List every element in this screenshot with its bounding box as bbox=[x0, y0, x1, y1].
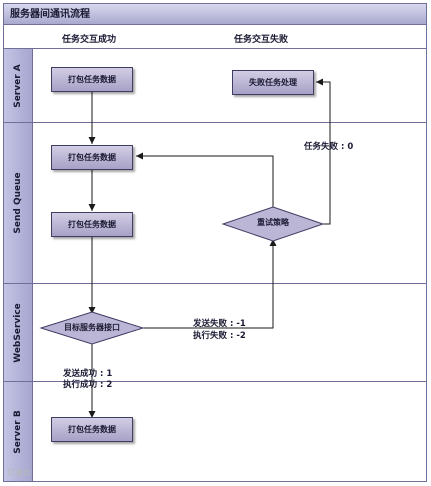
lane-header: Server A bbox=[4, 49, 33, 122]
label-send-failed: 发送失败 : -1 bbox=[193, 319, 246, 329]
edge-target-interface-to-retry bbox=[142, 239, 277, 329]
diagram-title-bar bbox=[3, 3, 427, 25]
target-interface-label: 目标服务器接口 bbox=[64, 323, 120, 332]
lane-webservice: WebService bbox=[3, 284, 427, 382]
label-exec-ok: 执行成功 : 2 bbox=[63, 380, 113, 390]
lane-header: Server B bbox=[4, 382, 33, 481]
column-header-failure: 任务交互失败 bbox=[234, 35, 289, 45]
edge-retry-to-queue-pack bbox=[136, 152, 274, 209]
lane-header: WebService bbox=[4, 284, 33, 381]
lane-send-queue: Send Queue bbox=[3, 123, 427, 284]
server-b-pack-box: 打包任务数据 bbox=[51, 417, 133, 442]
watermark: 亿速云 bbox=[7, 468, 31, 477]
edge-retry-to-failure-handle bbox=[316, 78, 331, 225]
column-header-success: 任务交互成功 bbox=[62, 35, 117, 45]
retry-decision-label: 重试策略 bbox=[257, 218, 289, 227]
label-task-failed: 任务失败 : 0 bbox=[304, 142, 354, 152]
target-interface-diamond bbox=[39, 311, 145, 345]
queue-pack-box-2: 打包任务数据 bbox=[51, 212, 133, 237]
column-header-row bbox=[3, 25, 427, 49]
server-a-pack-box: 打包任务数据 bbox=[51, 67, 133, 92]
retry-decision-diamond bbox=[221, 206, 325, 242]
lane-server-b: Server B bbox=[3, 382, 427, 482]
queue-pack-box-1: 打包任务数据 bbox=[51, 145, 133, 170]
label-send-ok: 发送成功 : 1 bbox=[63, 369, 113, 379]
label-exec-failed: 执行失败 : -2 bbox=[193, 331, 246, 341]
lane-server-a: Server A bbox=[3, 49, 427, 123]
lane-header: Send Queue bbox=[4, 123, 33, 283]
diagram-title: 服务器间通讯流程 bbox=[10, 9, 90, 20]
failure-handle-box: 失败任务处理 bbox=[232, 70, 314, 95]
